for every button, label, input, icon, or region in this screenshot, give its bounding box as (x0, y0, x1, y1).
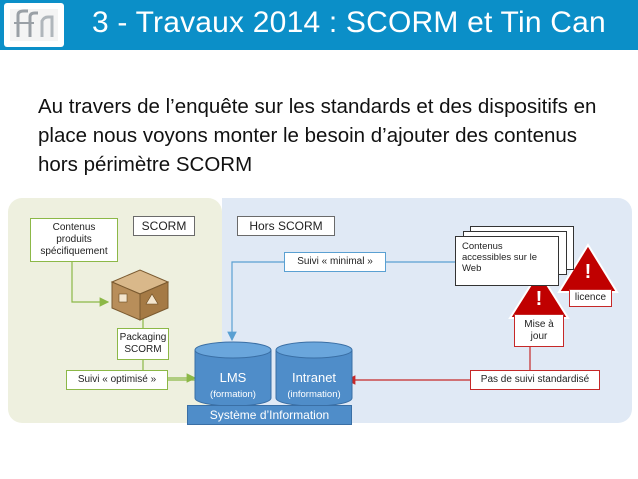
logo (4, 3, 64, 47)
suivi-optimise-box: Suivi « optimisé » (66, 370, 168, 390)
warning-mark-update: ! (535, 288, 543, 310)
licence-box: licence (569, 289, 612, 307)
lms-cylinder (194, 341, 272, 407)
warning-mark-licence: ! (584, 261, 592, 283)
logo-mark (10, 9, 58, 41)
intranet-label: Intranet (291, 370, 337, 385)
connector-web-to-lms (227, 261, 455, 342)
slide-title: 3 - Travaux 2014 : SCORM et Tin Can (92, 6, 606, 39)
pas-de-suivi-box: Pas de suivi standardisé (470, 370, 600, 390)
web-contenus-label: Contenus accessibles sur le Web (462, 241, 537, 274)
slide-header: 3 - Travaux 2014 : SCORM et Tin Can (0, 0, 638, 50)
package-icon (110, 269, 170, 321)
mise-a-jour-box: Mise à jour (514, 314, 564, 347)
hors-scorm-zone-label: Hors SCORM (237, 216, 335, 236)
packaging-scorm-box: Packaging SCORM (117, 328, 169, 360)
intranet-sublabel: (information) (287, 389, 341, 400)
lms-label: LMS (219, 370, 247, 385)
suivi-minimal-box: Suivi « minimal » (284, 252, 386, 272)
scorm-zone-label: SCORM (133, 216, 195, 236)
contenus-produits-box: Contenus produits spécifiquement (30, 218, 118, 262)
connector-contenus-to-package (71, 262, 110, 307)
lms-sublabel: (formation) (210, 389, 256, 400)
systeme-information-bar: Système d’Information (187, 405, 352, 425)
intranet-cylinder (275, 341, 353, 407)
web-contenus-document: Contenus accessibles sur le Web (455, 236, 559, 286)
intro-text: Au travers de l’enquête sur les standard… (38, 95, 597, 176)
